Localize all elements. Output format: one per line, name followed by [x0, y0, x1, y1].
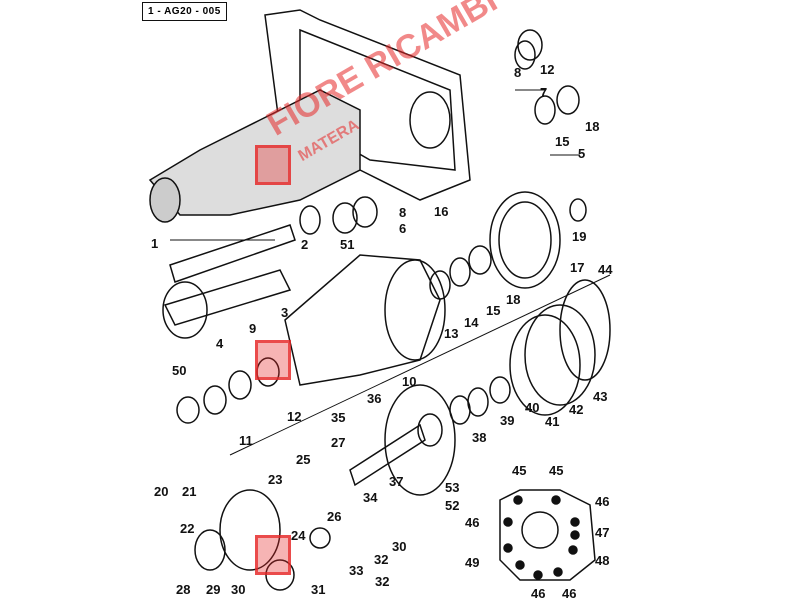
diagram-code: 1 - AG20 - 005: [142, 2, 227, 21]
planetary-carrier: [509, 279, 611, 416]
part-label-17: 17: [570, 260, 585, 275]
part-label-40: 40: [525, 400, 540, 415]
axle-shafts: [162, 224, 296, 339]
part-label-52: 52: [445, 498, 460, 513]
part-label-15: 15: [486, 303, 501, 318]
part-label-39: 39: [500, 413, 515, 428]
part-label-30: 30: [392, 539, 407, 554]
part-label-6: 6: [399, 221, 407, 236]
part-label-11: 11: [239, 433, 253, 448]
part-label-46: 46: [531, 586, 546, 600]
part-label-32: 32: [375, 574, 390, 589]
part-label-49: 49: [465, 555, 480, 570]
part-label-35: 35: [331, 410, 346, 425]
part-label-2: 2: [301, 237, 309, 252]
part-label-50: 50: [172, 363, 187, 378]
part-label-1: 1: [151, 236, 159, 251]
part-label-21: 21: [182, 484, 197, 499]
part-label-38: 38: [472, 430, 487, 445]
part-label-12: 12: [287, 409, 302, 424]
hub-bolt-pattern: [499, 489, 596, 581]
watermark-logo: [255, 145, 291, 185]
part-label-27: 27: [331, 435, 346, 450]
axle-housing: [284, 254, 446, 386]
part-label-29: 29: [206, 582, 221, 597]
part-label-13: 13: [444, 326, 459, 341]
group-brackets: [170, 89, 611, 456]
bearings-and-seals: [176, 29, 587, 425]
part-label-25: 25: [296, 452, 311, 467]
part-label-41: 41: [545, 414, 560, 429]
part-label-4: 4: [216, 336, 224, 351]
part-label-22: 22: [180, 521, 195, 536]
hub-flange: [349, 384, 456, 496]
part-label-46: 46: [465, 515, 480, 530]
part-label-46: 46: [562, 586, 577, 600]
part-label-24: 24: [291, 528, 306, 543]
part-label-43: 43: [593, 389, 608, 404]
part-label-9: 9: [249, 321, 257, 336]
part-label-7: 7: [540, 85, 548, 100]
ring-gear: [489, 191, 561, 289]
part-label-33: 33: [349, 563, 364, 578]
part-label-10: 10: [402, 374, 417, 389]
part-label-5: 5: [578, 146, 586, 161]
part-label-14: 14: [464, 315, 479, 330]
part-label-32: 32: [374, 552, 389, 567]
part-label-45: 45: [512, 463, 527, 478]
part-label-15: 15: [555, 134, 570, 149]
part-label-30: 30: [231, 582, 246, 597]
part-label-37: 37: [389, 474, 404, 489]
part-label-20: 20: [154, 484, 169, 499]
part-label-34: 34: [363, 490, 378, 505]
part-label-3: 3: [281, 305, 289, 320]
part-label-42: 42: [569, 402, 584, 417]
part-label-44: 44: [598, 262, 613, 277]
part-label-53: 53: [445, 480, 460, 495]
part-label-31: 31: [311, 582, 326, 597]
part-label-47: 47: [595, 525, 610, 540]
part-label-36: 36: [367, 391, 382, 406]
part-label-8: 8: [399, 205, 407, 220]
part-label-48: 48: [595, 553, 610, 568]
part-label-16: 16: [434, 204, 449, 219]
part-label-8: 8: [514, 65, 522, 80]
part-label-18: 18: [585, 119, 600, 134]
watermark-logo: [255, 340, 291, 380]
part-label-28: 28: [176, 582, 191, 597]
part-label-23: 23: [268, 472, 283, 487]
brake-assembly: [194, 489, 331, 591]
watermark-logo: [255, 535, 291, 575]
part-label-45: 45: [549, 463, 564, 478]
part-label-12: 12: [540, 62, 555, 77]
part-label-26: 26: [327, 509, 342, 524]
part-label-18: 18: [506, 292, 521, 307]
part-label-19: 19: [572, 229, 587, 244]
part-label-46: 46: [595, 494, 610, 509]
part-label-51: 51: [340, 237, 355, 252]
